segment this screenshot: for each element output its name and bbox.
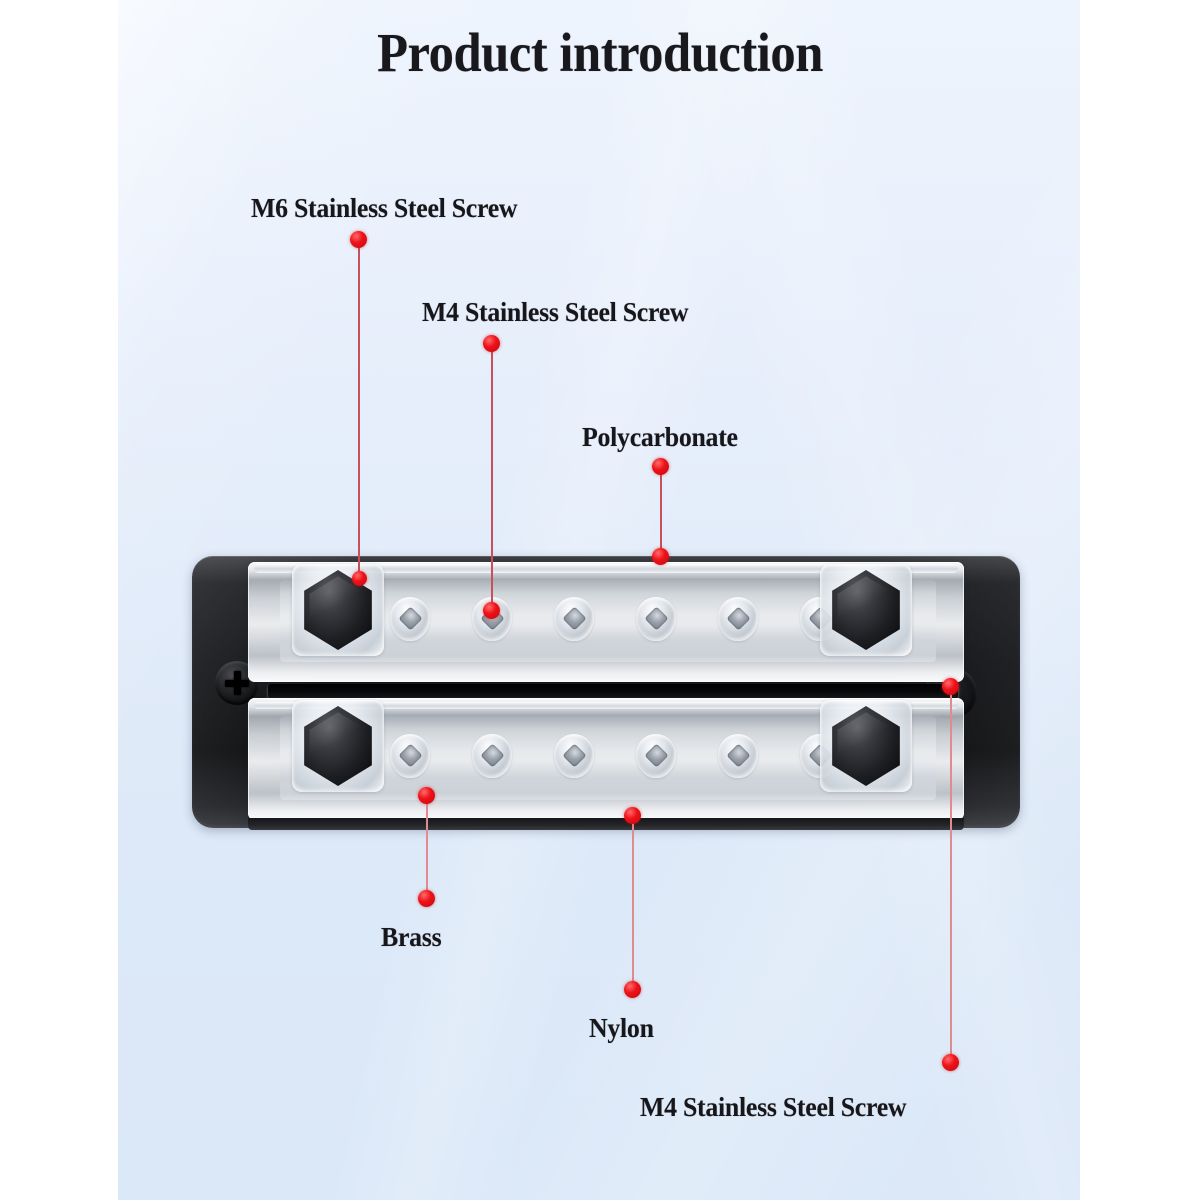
leader-line-m4-screw-bottom-right	[950, 692, 952, 1066]
m4-stud-core	[561, 606, 587, 631]
nylon-base-front-lip	[248, 818, 964, 830]
callout-dot-polycarbonate[interactable]	[652, 458, 669, 475]
leader-line-m4-screw-top-middle	[491, 349, 493, 613]
m6-hex-nut-bottom-right	[832, 706, 900, 786]
m4-stud-bottom-1	[390, 734, 430, 778]
callout-label-m4-screw-top-middle: M4 Stainless Steel Screw	[422, 296, 689, 327]
callout-label-m6-screw-top-left: M6 Stainless Steel Screw	[251, 192, 518, 223]
callout-target-dot-m6-screw-top-left[interactable]	[352, 571, 367, 586]
m4-stud-core	[397, 606, 423, 631]
m6-hex-well-bottom-left	[292, 700, 384, 792]
leader-line-brass	[426, 800, 428, 900]
m4-stud-bottom-2	[472, 734, 512, 778]
leader-line-polycarbonate	[660, 472, 662, 560]
page-title: Product introduction	[377, 22, 823, 83]
cover-top-ridge	[254, 564, 958, 573]
center-channel	[268, 684, 958, 699]
callout-dot-m6-screw-top-left[interactable]	[350, 231, 367, 248]
m4-stud-bottom-4	[636, 734, 676, 778]
m4-stud-bottom-5	[718, 734, 758, 778]
cover-bottom-ridge	[254, 702, 958, 709]
product-image	[192, 548, 1020, 836]
callout-label-polycarbonate: Polycarbonate	[582, 421, 738, 452]
m6-hex-nut-bottom-left	[304, 706, 372, 786]
callout-target-dot-polycarbonate[interactable]	[652, 548, 669, 565]
m4-stud-top-4	[636, 597, 676, 641]
m4-stud-bottom-3	[554, 734, 594, 778]
m6-hex-well-top-left	[292, 564, 384, 656]
callout-dot-m4-screw-bottom-right[interactable]	[942, 1054, 959, 1071]
leader-line-nylon	[632, 820, 634, 992]
phillips-mount-screw-left	[215, 661, 259, 705]
m4-stud-core	[643, 606, 669, 631]
m6-hex-well-top-right	[820, 564, 912, 656]
callout-target-dot-nylon[interactable]	[624, 807, 641, 824]
leader-line-m6-screw-top-left	[358, 245, 360, 581]
callout-dot-m4-screw-top-middle[interactable]	[483, 335, 500, 352]
m6-hex-well-bottom-right	[820, 700, 912, 792]
m4-stud-core	[561, 743, 587, 768]
m6-hex-nut-top-right	[832, 570, 900, 650]
callout-dot-brass[interactable]	[418, 890, 435, 907]
m4-stud-core	[725, 743, 751, 768]
m4-stud-core	[397, 743, 423, 768]
callout-label-nylon: Nylon	[589, 1012, 654, 1043]
callout-target-dot-m4-screw-top-middle[interactable]	[483, 602, 500, 619]
callout-label-m4-screw-bottom-right: M4 Stainless Steel Screw	[640, 1091, 907, 1122]
phillips-slot-horizontal	[224, 679, 250, 687]
callout-target-dot-m4-screw-bottom-right[interactable]	[942, 678, 959, 695]
m4-stud-top-1	[390, 597, 430, 641]
m4-stud-top-3	[554, 597, 594, 641]
m4-stud-core	[643, 743, 669, 768]
callout-label-brass: Brass	[381, 921, 442, 952]
m4-stud-core	[479, 743, 505, 768]
m4-stud-core	[725, 606, 751, 631]
m4-stud-top-5	[718, 597, 758, 641]
callout-target-dot-brass[interactable]	[418, 787, 435, 804]
callout-dot-nylon[interactable]	[624, 981, 641, 998]
